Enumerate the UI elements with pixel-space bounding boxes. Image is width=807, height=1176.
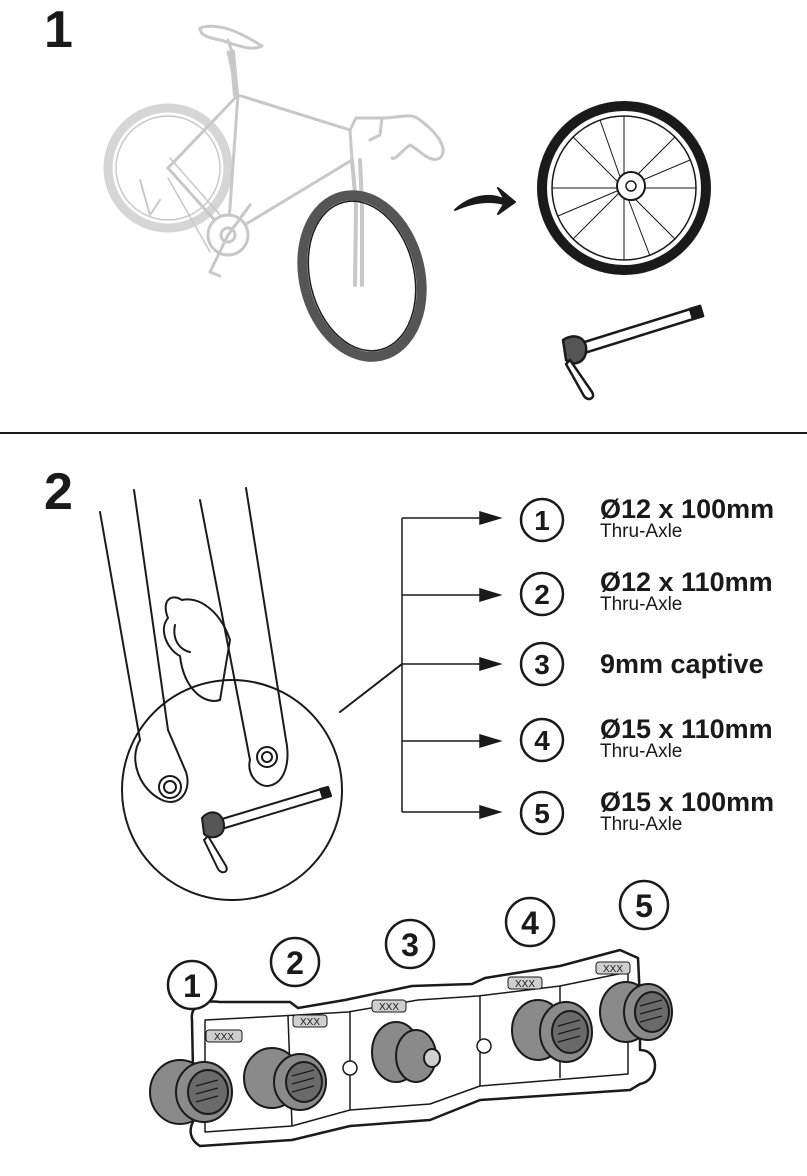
adapter-badge-3: 3 [384, 918, 436, 970]
adapter-4 [511, 999, 593, 1063]
rear-wheel [103, 103, 233, 233]
adapter-badge-2-label: 2 [286, 945, 304, 981]
adapter-badge-4: 4 [504, 896, 556, 948]
option-badge-3-label: 3 [534, 649, 550, 680]
option-4-label: Ø15 x 110mm Thru-Axle [600, 714, 773, 762]
option-badge-4: 4 [519, 717, 565, 763]
adapter-1 [149, 1059, 233, 1125]
adapter-tag-2: XXX [300, 1017, 320, 1028]
option-3-label: 9mm captive [600, 651, 764, 678]
adapter-tag-5: XXX [603, 964, 623, 975]
thru-axle-detail [201, 786, 332, 874]
option-5-type: Thru-Axle [600, 814, 683, 835]
option-5-label: Ø15 x 100mm Thru-Axle [600, 787, 775, 835]
adapter-badge-3-label: 3 [401, 927, 419, 963]
removed-wheel [537, 101, 711, 275]
adapter-badge-2: 2 [269, 936, 321, 988]
fork-dropout-illustration [99, 487, 403, 901]
adapter-number-badges: 1 2 3 4 5 [166, 879, 670, 1011]
adapter-badge-4-label: 4 [521, 905, 539, 941]
option-2-type: Thru-Axle [600, 594, 683, 615]
adapter-2 [243, 1047, 327, 1111]
option-badge-2: 2 [519, 571, 565, 617]
section-divider [0, 432, 807, 434]
option-2-label: Ø12 x 110mm Thru-Axle [600, 567, 773, 615]
remove-wheel-arrow [454, 187, 516, 215]
option-1-label: Ø12 x 100mm Thru-Axle [600, 494, 775, 542]
adapter-5 [599, 981, 673, 1043]
option-badge-3: 3 [519, 641, 565, 687]
bike-illustration [103, 24, 445, 287]
option-badge-2-label: 2 [534, 579, 550, 610]
option-tree [401, 510, 503, 820]
option-3-size: 9mm captive [600, 649, 764, 679]
option-badge-4-label: 4 [534, 725, 550, 756]
adapter-badge-1-label: 1 [183, 968, 201, 1004]
option-5-size: Ø15 x 100mm [600, 787, 775, 817]
adapter-badge-5: 5 [618, 879, 670, 931]
option-4-size: Ø15 x 110mm [600, 714, 773, 744]
adapter-badge-5-label: 5 [635, 888, 653, 924]
adapter-tag-4: XXX [515, 979, 535, 990]
handlebar [354, 114, 445, 161]
adapter-3 [371, 1021, 441, 1083]
option-number-badges: 1 2 3 4 5 [519, 497, 565, 836]
option-2-size: Ø12 x 110mm [600, 567, 773, 597]
option-1-type: Thru-Axle [600, 521, 683, 542]
bike-fork [350, 158, 364, 287]
bike-saddle [198, 24, 264, 50]
option-1-size: Ø12 x 100mm [600, 494, 775, 524]
magnifier-circle [121, 679, 343, 901]
option-badge-1-label: 1 [534, 505, 550, 536]
adapter-tag-1: XXX [214, 1032, 234, 1043]
option-badge-5: 5 [519, 790, 565, 836]
step-1-number: 1 [44, 1, 73, 59]
option-badge-5-label: 5 [534, 798, 550, 829]
front-tire-outline [297, 190, 427, 362]
option-badge-1: 1 [519, 497, 565, 543]
adapter-tags: XXX XXX XXX XXX XXX [205, 961, 631, 1043]
option-4-type: Thru-Axle [600, 741, 683, 762]
thru-axle-removed [561, 304, 705, 401]
step-2-number: 2 [44, 463, 73, 521]
adapter-badge-1: 1 [166, 959, 218, 1011]
adapter-tag-3: XXX [379, 1002, 399, 1013]
